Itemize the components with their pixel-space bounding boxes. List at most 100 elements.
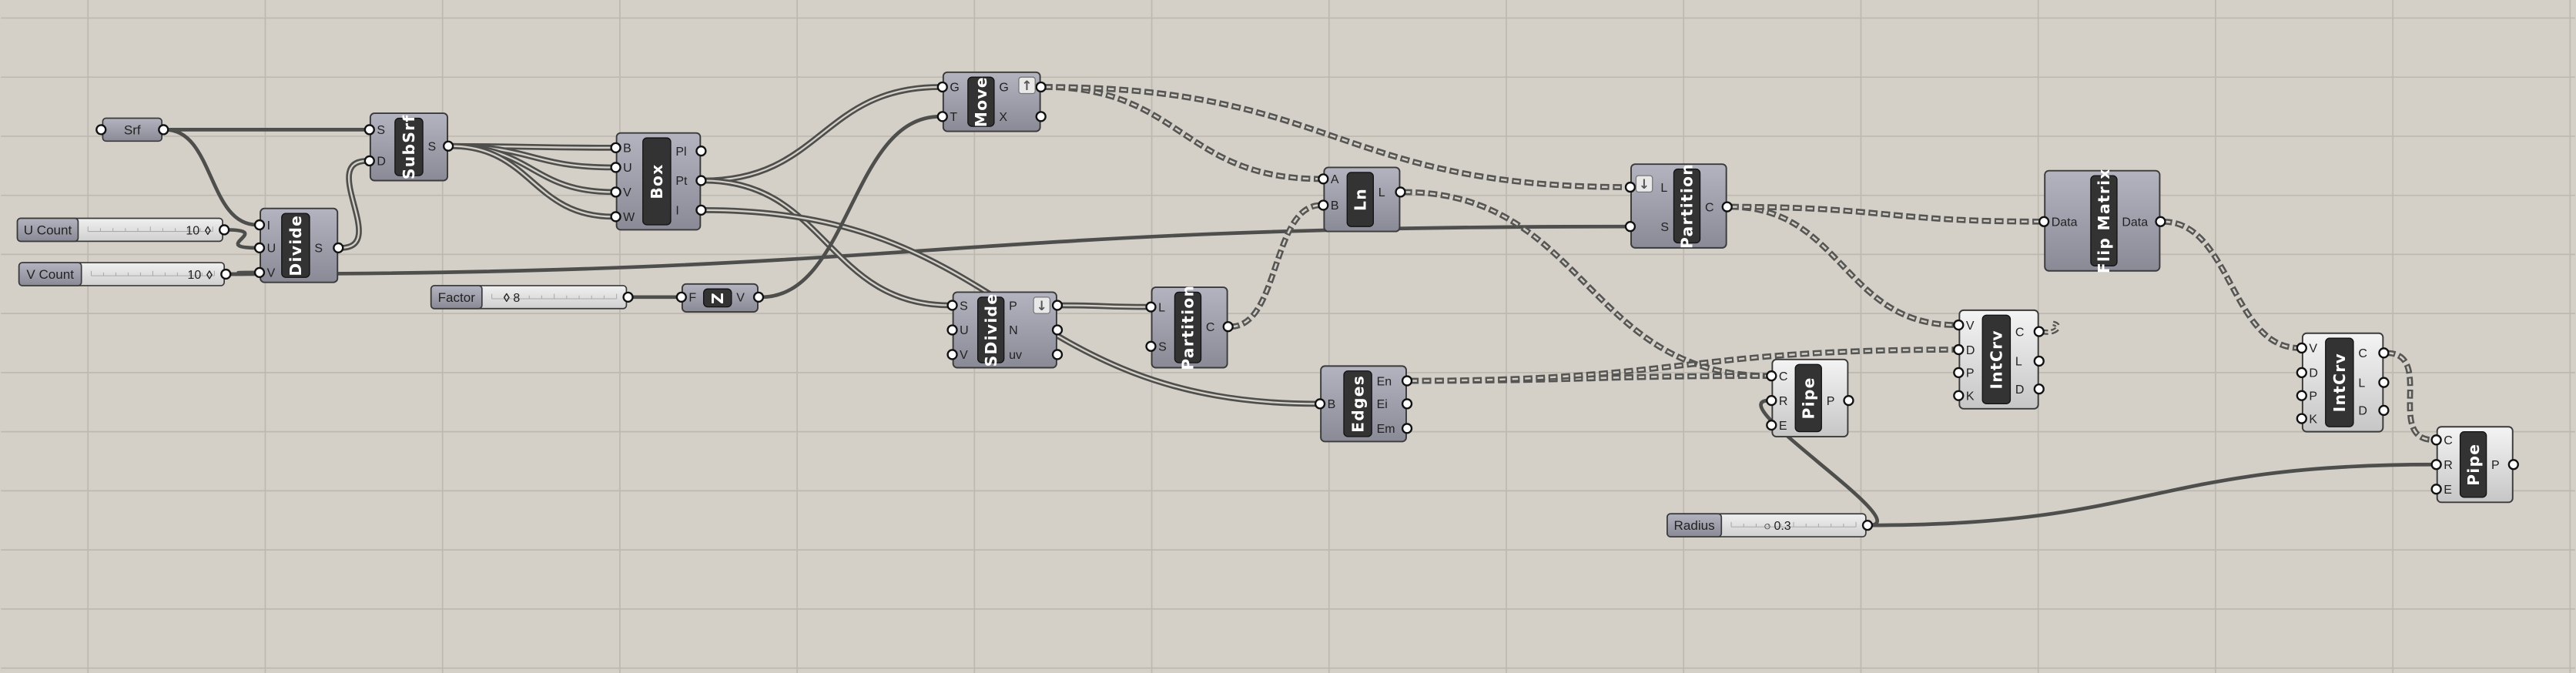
input-port[interactable] [1145, 301, 1157, 313]
input-port[interactable] [946, 300, 958, 311]
output-port[interactable] [220, 268, 232, 280]
slider-grip-icon[interactable]: ◊ [206, 269, 213, 282]
input-port[interactable] [1318, 173, 1329, 185]
output-port[interactable] [1222, 321, 1234, 333]
input-port[interactable] [1145, 340, 1157, 352]
input-port[interactable] [1953, 343, 1965, 356]
input-port[interactable] [253, 242, 266, 254]
input-port[interactable] [946, 324, 958, 336]
slider-value: 8 [513, 292, 520, 305]
input-port[interactable] [610, 211, 621, 223]
input-port[interactable] [1953, 319, 1965, 331]
output-port[interactable] [2378, 377, 2390, 388]
node-u-count[interactable]: U Count◊10 [16, 217, 230, 243]
input-port[interactable] [946, 349, 958, 360]
input-port[interactable] [1766, 370, 1777, 382]
output-port[interactable] [2378, 404, 2390, 417]
output-port[interactable] [1395, 186, 1406, 198]
component-name-bar [967, 76, 995, 127]
output-port[interactable] [2507, 459, 2519, 470]
input-port[interactable] [253, 219, 266, 231]
input-port[interactable] [610, 162, 621, 173]
component-name-bar [2325, 337, 2354, 427]
input-port[interactable] [1766, 419, 1777, 431]
input-port[interactable] [253, 266, 266, 279]
output-port[interactable] [622, 291, 634, 303]
output-port[interactable] [2155, 216, 2166, 227]
output-port[interactable] [695, 145, 707, 157]
input-port[interactable] [2038, 216, 2050, 227]
slider-grip-icon[interactable]: ◊ [205, 225, 211, 238]
output-port[interactable] [1401, 398, 1413, 410]
input-port[interactable] [2430, 434, 2442, 446]
output-port[interactable] [2033, 383, 2045, 395]
output-port[interactable] [1843, 394, 1854, 407]
output-port[interactable] [1051, 349, 1064, 360]
output-port[interactable] [1051, 324, 1064, 336]
output-port[interactable] [1051, 300, 1064, 311]
input-port[interactable] [1318, 199, 1329, 211]
node-factor[interactable]: Factor◊8 [430, 285, 634, 310]
input-port[interactable] [2296, 342, 2307, 354]
input-port[interactable] [936, 81, 948, 93]
slider-grip-icon[interactable]: ◊ [504, 292, 510, 305]
input-port[interactable] [2296, 390, 2307, 401]
output-port[interactable] [333, 242, 344, 254]
output-port[interactable] [695, 175, 707, 186]
graft-up-icon[interactable]: ↑ [1018, 76, 1036, 94]
slider-grip-icon[interactable]: ○ [1764, 521, 1771, 534]
output-port[interactable] [1401, 423, 1413, 434]
input-port[interactable] [1624, 221, 1636, 233]
input-port[interactable] [610, 186, 621, 198]
node-v-count[interactable]: V Count◊10 [18, 262, 232, 286]
flatten-down-icon[interactable]: ↓ [1635, 175, 1653, 193]
flatten-down-icon[interactable]: ↓ [1033, 296, 1051, 314]
input-port[interactable] [675, 291, 687, 303]
input-port[interactable] [1624, 181, 1636, 193]
input-port[interactable] [1314, 398, 1326, 410]
input-port[interactable] [2430, 484, 2442, 495]
input-port[interactable] [363, 155, 375, 167]
output-port[interactable] [1035, 111, 1047, 122]
input-port[interactable] [2430, 459, 2442, 470]
output-port[interactable] [158, 124, 169, 136]
input-port[interactable] [2296, 367, 2307, 379]
output-port[interactable] [2033, 326, 2045, 337]
output-port[interactable] [442, 140, 454, 152]
output-port[interactable] [1861, 520, 1874, 531]
output-port[interactable] [1721, 201, 1733, 213]
input-port[interactable] [1953, 367, 1965, 379]
output-port[interactable] [1401, 375, 1413, 387]
input-port[interactable] [2296, 413, 2307, 424]
output-port[interactable] [695, 204, 707, 216]
input-port[interactable] [95, 124, 107, 136]
output-port[interactable] [1035, 81, 1047, 93]
input-port[interactable] [1953, 390, 1965, 401]
output-port[interactable] [219, 224, 230, 236]
output-port[interactable] [752, 291, 765, 303]
output-port[interactable] [2378, 347, 2390, 359]
input-port[interactable] [1766, 394, 1777, 407]
input-port[interactable] [363, 124, 375, 136]
node-radius[interactable]: Radius○0.3 [1667, 513, 1874, 537]
input-port[interactable] [610, 142, 621, 153]
input-port[interactable] [936, 111, 948, 122]
output-port[interactable] [2033, 355, 2045, 367]
node-srf[interactable]: Srf [95, 117, 169, 142]
